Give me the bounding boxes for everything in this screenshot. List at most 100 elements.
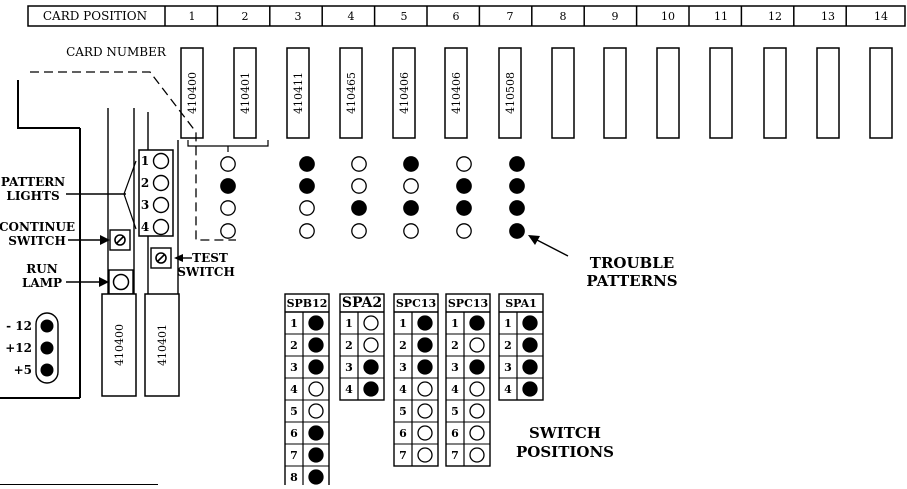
card-position-number: 9 [612, 10, 619, 23]
pattern-light-number: 4 [141, 220, 149, 234]
card-slot: 410465 [339, 47, 363, 139]
card-slot: 410411 [286, 47, 310, 139]
card-slot-frame [656, 47, 680, 139]
card-slot [709, 47, 733, 139]
switch-on-indicator [363, 381, 379, 397]
switch-number: 7 [451, 449, 459, 462]
switch-number: 3 [345, 361, 353, 374]
switch-number: 2 [290, 339, 298, 352]
switch-number: 3 [451, 361, 459, 374]
switch-number: 4 [504, 383, 512, 396]
switch-off-indicator [363, 315, 379, 331]
switch-number: 2 [399, 339, 407, 352]
switch-number: 3 [399, 361, 407, 374]
card-slot-number: 410465 [345, 72, 358, 114]
continue-switch[interactable] [109, 229, 131, 251]
card-slot-number: 410406 [398, 72, 411, 114]
power-lamp-plus12 [40, 341, 54, 355]
switch-number: 5 [290, 405, 298, 418]
switch-number: 8 [290, 471, 298, 484]
run-lamp-arrowhead [99, 277, 109, 287]
switch-table-name: SPC13 [396, 297, 436, 310]
card-number-label: CARD NUMBER [66, 45, 167, 59]
switch-on-indicator [308, 337, 324, 353]
trouble-pattern-lit-light [509, 200, 525, 216]
card-slot-frame [233, 47, 257, 139]
card-slot-frame [180, 47, 204, 139]
switch-number: 5 [451, 405, 459, 418]
card-slot: 410508 [498, 47, 522, 139]
switch-number: 3 [504, 361, 512, 374]
trouble-pattern-unlit-light [220, 200, 236, 216]
continue-switch-label-1: CONTINUE [0, 220, 75, 234]
test-switch[interactable] [150, 247, 172, 269]
pattern-light-number: 2 [141, 176, 149, 190]
switch-number: 4 [451, 383, 459, 396]
pattern-lights-brace [123, 160, 137, 230]
trouble-pattern-lit-light [403, 156, 419, 172]
pattern-light-number: 3 [141, 198, 149, 212]
switch-off-indicator [308, 403, 324, 419]
switch-on-indicator [522, 337, 538, 353]
card-slot-frame [816, 47, 840, 139]
power-lamp-plus5 [40, 363, 54, 377]
trouble-pattern-lit-light [299, 156, 315, 172]
switch-number: 4 [345, 383, 353, 396]
trouble-pattern-lit-light [220, 178, 236, 194]
card-slot-number: 410508 [504, 72, 517, 114]
switch-off-indicator [469, 425, 485, 441]
switch-off-indicator [417, 447, 433, 463]
trouble-pattern-lit-light [509, 178, 525, 194]
panel-card-410400: 410400 [101, 293, 137, 397]
card-position-number: 14 [874, 10, 888, 23]
pattern-light [152, 218, 170, 236]
power-lamps: - 12 +12 +5 [5, 312, 59, 384]
trouble-pattern-lit-light [456, 178, 472, 194]
switch-number: 7 [399, 449, 407, 462]
trouble-pattern-lit-light [509, 223, 525, 239]
card-slot-frame [709, 47, 733, 139]
card-position-label: CARD POSITION [43, 9, 147, 23]
switch-number: 5 [399, 405, 407, 418]
run-lamp-label-1: RUN [26, 262, 57, 276]
run-lamp-label-2: LAMP [22, 276, 62, 290]
card-slot-frame [603, 47, 627, 139]
card-slot [551, 47, 575, 139]
card-slot-frame [763, 47, 787, 139]
power-lamp-minus12 [40, 319, 54, 333]
panel-edge-upper [17, 80, 80, 129]
card-slot: 410406 [392, 47, 416, 139]
panel-card-410401: 410401 [144, 293, 180, 397]
test-switch-arrowhead [174, 254, 183, 262]
trouble-pattern-lit-light [351, 200, 367, 216]
card-position-number: 3 [295, 10, 302, 23]
switch-on-indicator [308, 469, 324, 485]
card-position-number: 11 [714, 10, 728, 23]
card-position-frame [27, 5, 906, 27]
continue-switch-slot [115, 235, 125, 245]
switch-positions-label-1: SWITCH [529, 424, 601, 442]
switch-positions: SPB1212345678SPA21234SPC131234567SPC1312… [284, 293, 544, 489]
callout-dashed-line [30, 71, 236, 241]
trouble-pattern-lit-light [403, 200, 419, 216]
trouble-pattern-unlit-light [351, 178, 367, 194]
card-slot [656, 47, 680, 139]
switch-number: 2 [345, 339, 353, 352]
switch-on-indicator [417, 315, 433, 331]
run-lamp-bulb [112, 273, 130, 291]
card-slot-frame [551, 47, 575, 139]
card-position-number: 4 [348, 10, 355, 23]
switch-table-name: SPA1 [505, 297, 537, 310]
switch-on-indicator [308, 447, 324, 463]
test-switch-slot [156, 253, 166, 263]
switch-off-indicator [469, 337, 485, 353]
card-slot-number: 410400 [186, 72, 199, 114]
switch-off-indicator [417, 403, 433, 419]
switch-off-indicator [469, 447, 485, 463]
switch-off-indicator [417, 425, 433, 441]
card-slot-frame [498, 47, 522, 139]
